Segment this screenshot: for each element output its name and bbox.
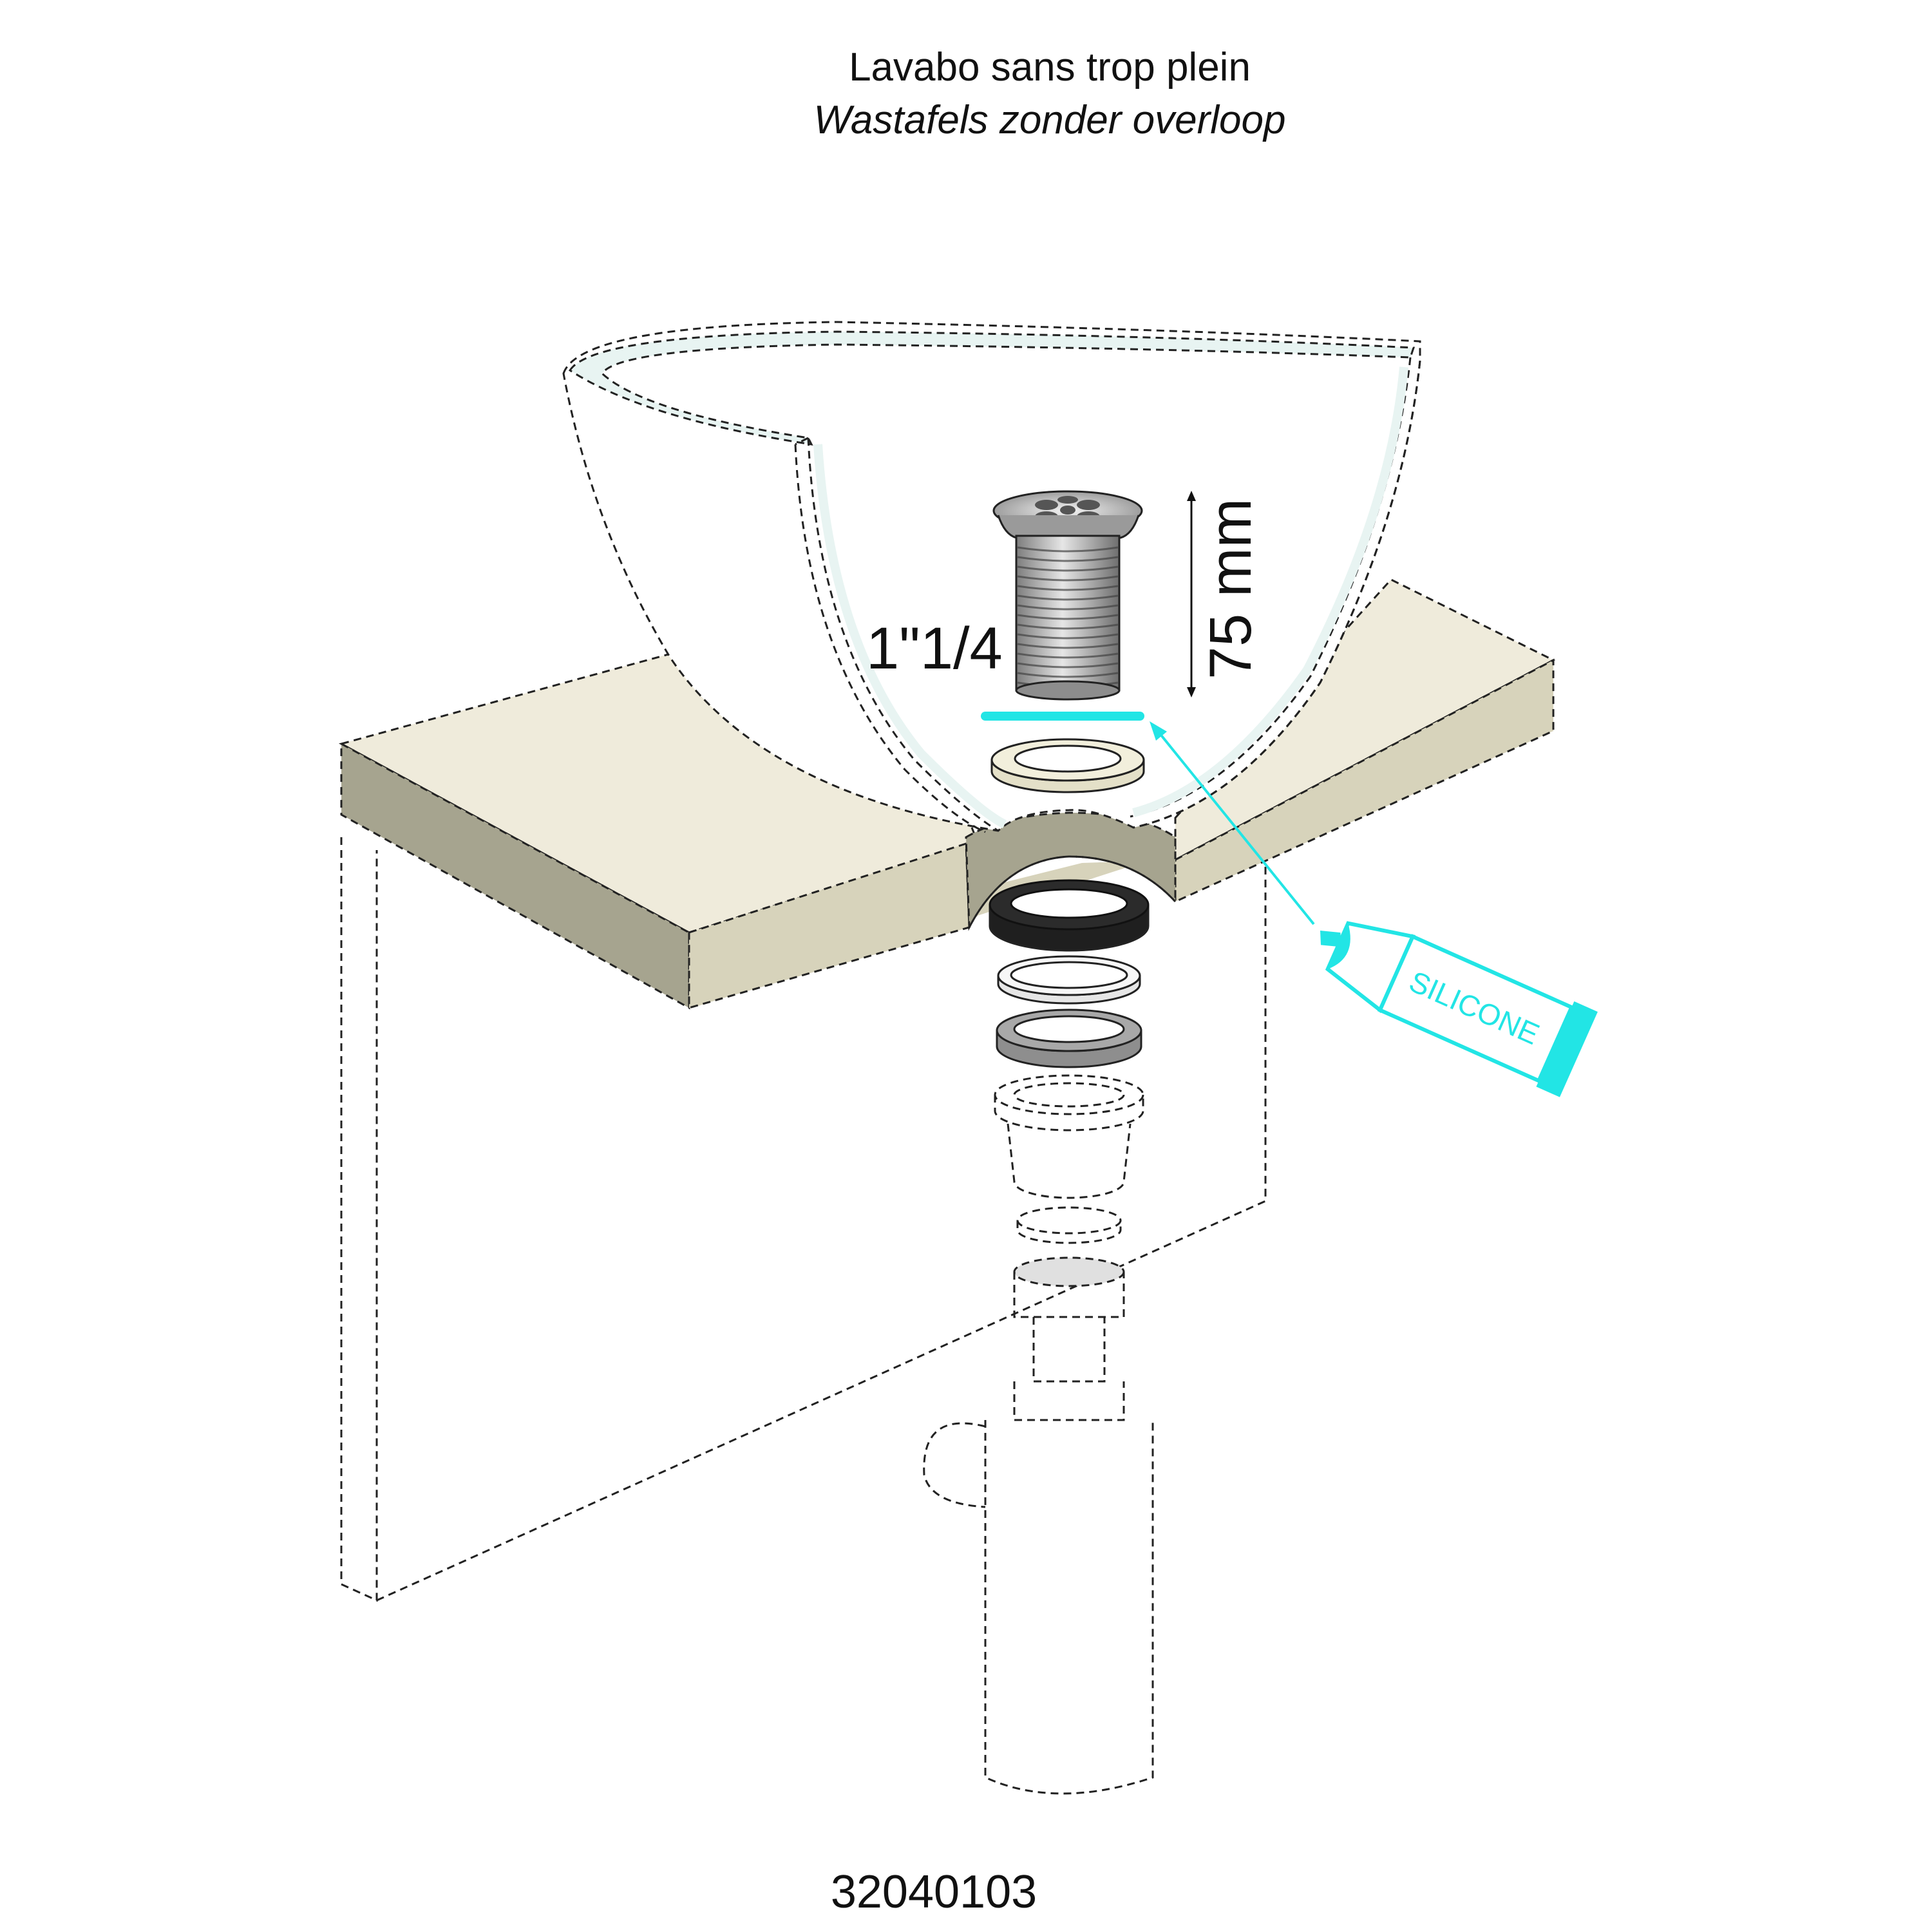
trap-inlet	[1013, 1256, 1125, 1287]
length-dimension: 75 mm	[1187, 491, 1264, 697]
basin-rim	[568, 330, 1416, 446]
thread-size-label: 1"1/4	[866, 616, 1003, 681]
subtitle: Wastafels zonder overloop	[814, 98, 1286, 142]
black-rubber-seal	[989, 879, 1150, 952]
title: Lavabo sans trop plein	[849, 45, 1251, 90]
product-code: 32040103	[831, 1866, 1037, 1918]
countertop-front-face-right	[1174, 658, 1555, 904]
cabinet-outline	[340, 837, 1267, 1602]
length-label: 75 mm	[1198, 498, 1264, 679]
drain-waste-assembly	[992, 490, 1143, 701]
dashed-fittings	[923, 1074, 1154, 1795]
thin-washer	[997, 955, 1141, 1005]
silicone-tube-icon: SILICONE	[1320, 921, 1598, 1097]
thread-lines	[1017, 546, 1119, 688]
drain-hole	[965, 811, 1177, 931]
cream-washer	[990, 738, 1145, 793]
countertop	[339, 578, 1556, 1010]
metal-nut	[996, 1009, 1142, 1068]
basin	[562, 321, 1421, 833]
